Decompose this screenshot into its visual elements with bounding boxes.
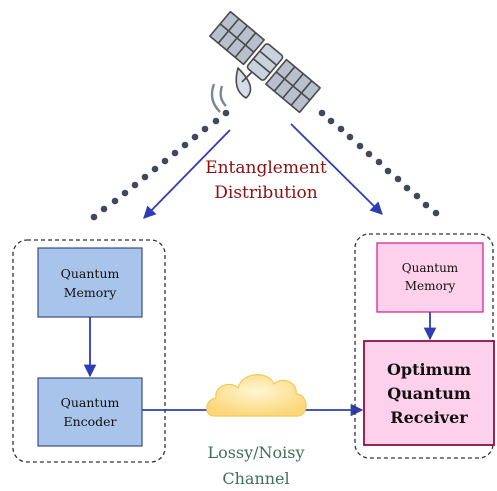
entanglement-label-1: Entanglement	[205, 158, 327, 178]
dotted-link-left	[90, 109, 230, 221]
left-memory-label-1: Quantum	[61, 266, 120, 281]
optimum-quantum-receiver-box	[363, 340, 495, 446]
receiver-label-2: Quantum	[387, 384, 471, 403]
left-memory-label-2: Memory	[64, 285, 118, 300]
encoder-label-2: Encoder	[63, 414, 116, 429]
right-memory-label-2: Memory	[405, 279, 456, 293]
encoder-label-1: Quantum	[61, 395, 120, 410]
entanglement-label-2: Distribution	[214, 183, 318, 203]
entanglement-arrow-left	[143, 129, 231, 219]
channel-label-1: Lossy/Noisy	[207, 443, 304, 462]
channel-label-2: Channel	[222, 469, 289, 488]
right-quantum-memory-box	[376, 242, 484, 313]
left-quantum-memory-box	[37, 247, 143, 318]
quantum-encoder-box	[37, 377, 143, 447]
sender-node-frame	[12, 239, 166, 463]
entanglement-arrow-right	[290, 123, 383, 215]
satellite-icon	[209, 10, 321, 114]
dotted-link-right	[318, 109, 440, 217]
receiver-label-3: Receiver	[390, 408, 468, 427]
receiver-label-1: Optimum	[387, 360, 471, 379]
right-memory-label-1: Quantum	[402, 261, 459, 275]
cloud-icon	[206, 374, 307, 417]
